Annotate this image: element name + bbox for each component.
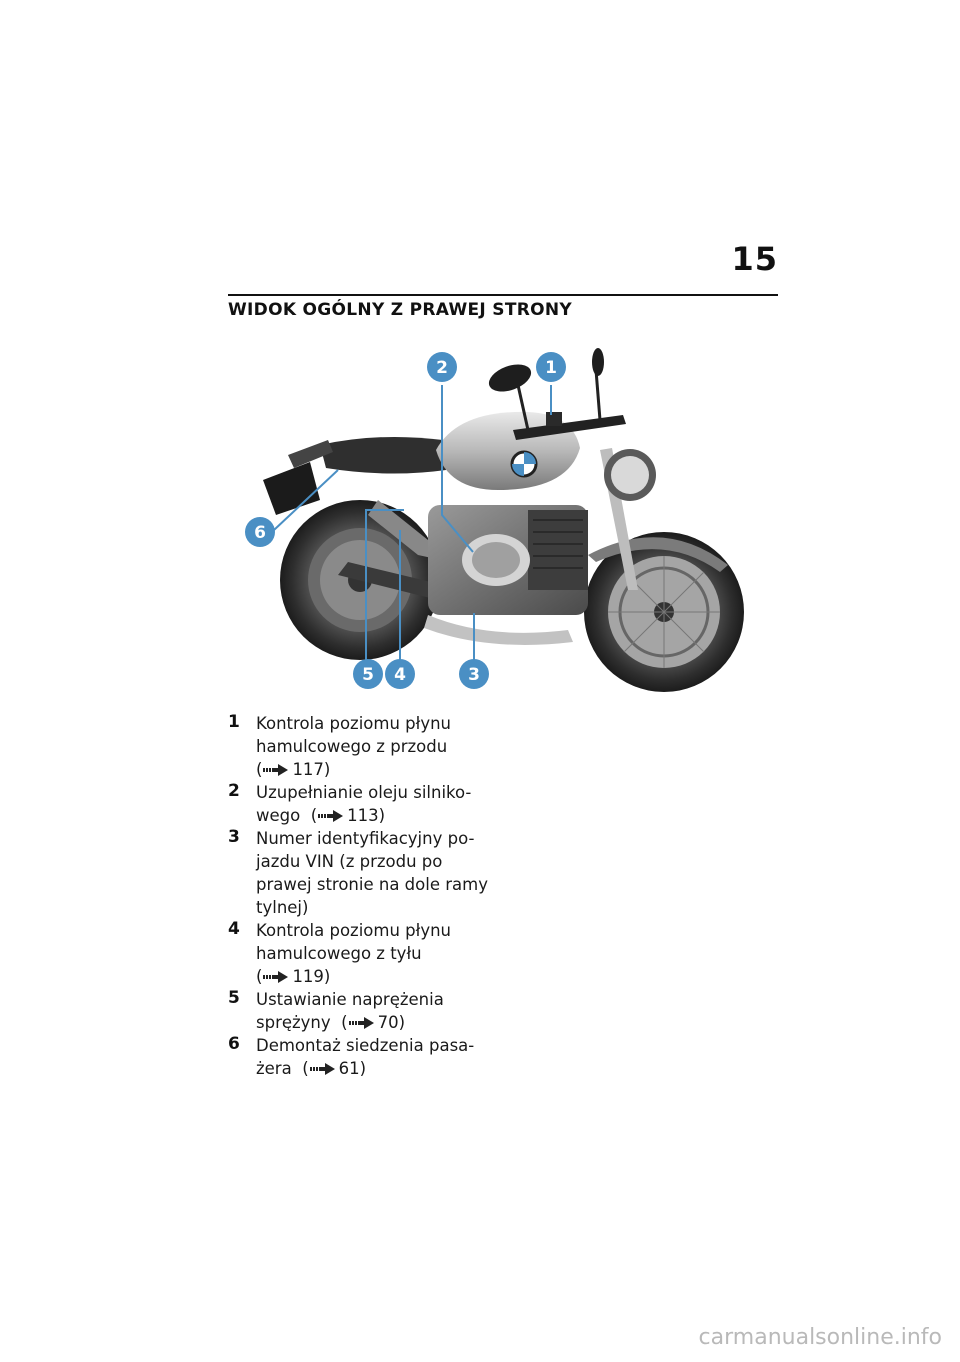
callout-3: 3 [459,659,489,689]
right-mirror [592,348,604,376]
legend-item-4: 4 Kontrola poziomu płynu hamulcowego z t… [228,919,488,988]
legend-number: 3 [228,827,240,847]
left-mirror [488,364,532,392]
page-reference[interactable]: (117) [256,760,331,779]
page-reference[interactable]: (113) [305,806,386,825]
callout-4: 4 [385,659,415,689]
page-ref-arrow-icon [309,1063,335,1075]
handlebar [513,415,626,440]
header-rule [228,294,778,296]
legend-number: 5 [228,988,240,1008]
page-reference[interactable]: (61) [296,1059,367,1078]
legend-text: Numer identyfikacyjny po- jazdu VIN (z p… [256,829,488,917]
legend-text: Kontrola poziomu płynu hamulcowego z prz… [256,714,452,756]
svg-text:4: 4 [394,665,406,685]
page-ref-arrow-icon [348,1017,374,1029]
svg-text:6: 6 [254,523,266,543]
legend-number: 2 [228,781,240,801]
legend-text: Kontrola poziomu płynu hamulcowego z tył… [256,921,452,963]
legend-list: 1 Kontrola poziomu płynu hamulcowego z p… [228,712,488,1080]
callout-2: 2 [427,352,457,382]
headlight [604,449,656,501]
page-ref-arrow-icon [263,971,289,983]
motorcycle-figure: 1 2 3 4 5 6 [228,340,758,710]
svg-text:2: 2 [436,358,448,378]
callout-1: 1 [536,352,566,382]
callout-5: 5 [353,659,383,689]
engine [424,505,588,645]
legend-item-3: 3 Numer identyfikacyjny po- jazdu VIN (z… [228,827,488,919]
svg-text:5: 5 [362,665,374,685]
watermark[interactable]: carmanualsonline.info [698,1325,942,1350]
callout-6: 6 [245,517,275,547]
legend-item-6: 6 Demontaż siedzenia pasa- żera (61) [228,1034,488,1080]
legend-text: Ustawianie naprężenia sprężyny [256,990,444,1032]
section-title: WIDOK OGÓLNY Z PRAWEJ STRONY [228,300,572,320]
legend-item-1: 1 Kontrola poziomu płynu hamulcowego z p… [228,712,488,781]
svg-text:1: 1 [545,358,557,378]
page-ref-arrow-icon [263,764,289,776]
legend-text: Demontaż siedzenia pasa- żera [256,1036,475,1078]
legend-text: Uzupełnianie oleju silniko- wego [256,783,472,825]
page-reference[interactable]: (119) [256,967,331,986]
page-ref-arrow-icon [318,810,344,822]
legend-item-5: 5 Ustawianie naprężenia sprężyny (70) [228,988,488,1034]
legend-number: 6 [228,1034,240,1054]
legend-number: 4 [228,919,240,939]
page-reference[interactable]: (70) [335,1013,406,1032]
number-plate-holder [263,462,320,515]
page-number: 15 [731,240,778,278]
legend-number: 1 [228,712,240,732]
svg-text:3: 3 [468,665,480,685]
motorcycle-illustration: 1 2 3 4 5 6 [245,348,744,692]
legend-item-2: 2 Uzupełnianie oleju silniko- wego (113) [228,781,488,827]
seat [320,436,446,474]
